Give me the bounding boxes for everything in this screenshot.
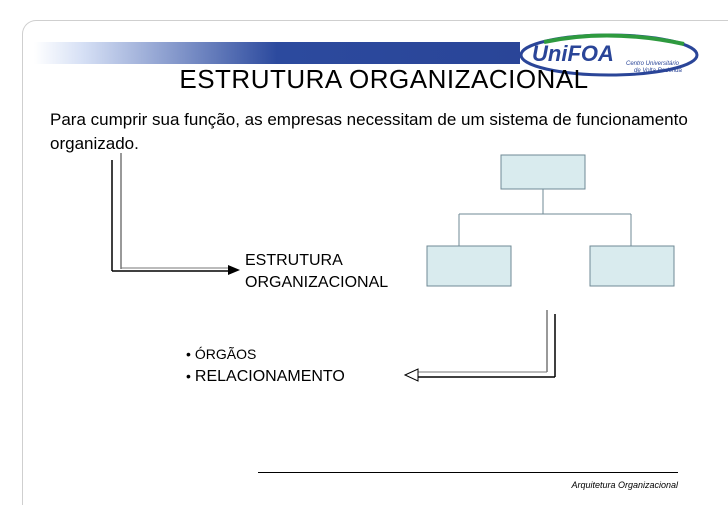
- header-gradient-bar: [34, 42, 520, 64]
- intro-text: Para cumprir sua função, as empresas nec…: [50, 110, 688, 153]
- slide-title: ESTRUTURA ORGANIZACIONAL: [179, 64, 589, 94]
- bullet-list: •ÓRGÃOS •RELACIONAMENTO: [186, 344, 345, 389]
- logo-name: UniFOA: [532, 41, 614, 66]
- bullet-text: RELACIONAMENTO: [194, 368, 345, 385]
- unifoa-logo: UniFOA Centro Universitário de Volta Red…: [519, 33, 699, 77]
- right-arrow-head: [403, 368, 419, 382]
- bullet-marker: •: [186, 368, 191, 384]
- left-arrow-head: [228, 265, 240, 275]
- org-box-top: [500, 154, 586, 190]
- structure-label-line2: ORGANIZACIONAL: [245, 274, 389, 291]
- bullet-item-relacionamento: •RELACIONAMENTO: [186, 364, 345, 389]
- bullet-item-orgaos: •ÓRGÃOS: [186, 344, 345, 364]
- structure-label-line1: ESTRUTURA: [245, 252, 343, 269]
- logo-swoosh: [543, 33, 685, 46]
- bullet-marker: •: [186, 346, 191, 362]
- org-box-right: [589, 245, 675, 287]
- bullet-text: ÓRGÃOS: [194, 346, 257, 362]
- footer-divider: [258, 472, 678, 473]
- org-box-left: [426, 245, 512, 287]
- slide-frame: [22, 20, 728, 505]
- footer-caption: Arquitetura Organizacional: [571, 480, 678, 490]
- structure-label: ESTRUTURA ORGANIZACIONAL: [245, 250, 388, 294]
- logo-subtitle-2: de Volta Redonda: [634, 68, 682, 74]
- logo-subtitle-1: Centro Universitário: [626, 61, 680, 67]
